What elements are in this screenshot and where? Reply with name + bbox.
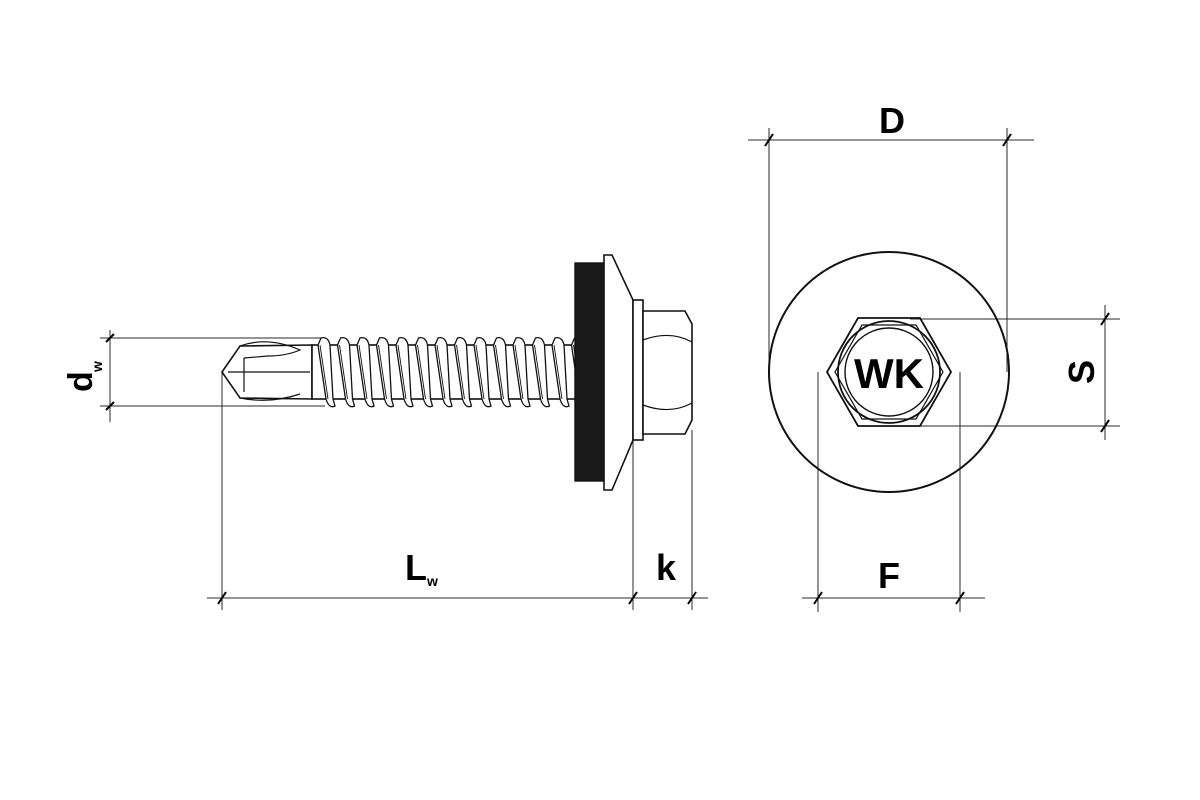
s-tick-bottom bbox=[1100, 419, 1110, 433]
hex-head-face-lower bbox=[642, 402, 693, 411]
hex-head bbox=[642, 310, 693, 435]
s-tick-top bbox=[1100, 312, 1110, 326]
thread-crest bbox=[512, 337, 531, 408]
k-tick-right bbox=[687, 591, 697, 605]
lw-tick-left bbox=[217, 591, 227, 605]
f-tick-right bbox=[955, 591, 965, 605]
thread-crest bbox=[492, 337, 512, 408]
hex-head-inner-outline bbox=[834, 324, 944, 420]
dw-label: d bbox=[62, 371, 100, 392]
s-label: S bbox=[1061, 360, 1102, 384]
thread-flank bbox=[339, 344, 348, 400]
thread-crest bbox=[375, 337, 395, 408]
thread-crest bbox=[336, 337, 356, 408]
washer-metal bbox=[603, 254, 634, 491]
thread-flank bbox=[534, 344, 543, 400]
d-tick-right bbox=[1002, 133, 1012, 147]
head-flange bbox=[632, 299, 644, 441]
thread-flank bbox=[378, 344, 387, 400]
thread-flank bbox=[436, 344, 446, 400]
thread-crest bbox=[414, 337, 434, 408]
d-tick-left bbox=[764, 133, 774, 147]
screw-end-view: WK D S F bbox=[748, 100, 1120, 612]
lw-label-subscript: w bbox=[426, 573, 438, 589]
head-marking-text: WK bbox=[854, 350, 924, 397]
marking-ring-inner bbox=[844, 327, 934, 417]
thread-flank bbox=[358, 344, 368, 400]
thread-crest bbox=[395, 337, 414, 408]
thread-flank bbox=[319, 344, 329, 400]
washer-outline bbox=[768, 251, 1010, 493]
thread-flank bbox=[456, 344, 465, 400]
dw-label-subscript: w bbox=[89, 361, 105, 373]
washer-seal bbox=[574, 262, 607, 482]
thread-flank bbox=[475, 344, 485, 400]
screw-side-view: d w L w k bbox=[62, 254, 708, 610]
thread-crest bbox=[551, 337, 570, 408]
thread-crest bbox=[356, 337, 375, 408]
thread-crest bbox=[473, 337, 492, 408]
lw-tick-right bbox=[628, 591, 638, 605]
hex-head-outline bbox=[825, 317, 953, 427]
thread-flank bbox=[417, 344, 426, 400]
thread-crest bbox=[434, 337, 453, 408]
thread-flank bbox=[553, 344, 563, 400]
thread-crest bbox=[531, 337, 551, 408]
screw-threads bbox=[317, 337, 590, 408]
thread-crest bbox=[453, 337, 473, 408]
thread-flank bbox=[397, 344, 407, 400]
hex-head-face-upper bbox=[642, 334, 693, 343]
lw-label: L bbox=[405, 547, 427, 588]
drill-flute-upper bbox=[239, 341, 302, 359]
d-label: D bbox=[879, 100, 905, 141]
f-tick-left bbox=[813, 591, 823, 605]
f-label: F bbox=[878, 555, 900, 596]
drill-flute-lower bbox=[239, 393, 301, 401]
marking-ring-outer bbox=[837, 320, 941, 424]
thread-flank bbox=[495, 344, 504, 400]
thread-flank bbox=[514, 344, 524, 400]
dw-tick-bottom bbox=[105, 401, 115, 411]
dw-tick-top bbox=[105, 333, 115, 343]
k-label: k bbox=[656, 547, 677, 588]
thread-crest bbox=[317, 337, 336, 408]
